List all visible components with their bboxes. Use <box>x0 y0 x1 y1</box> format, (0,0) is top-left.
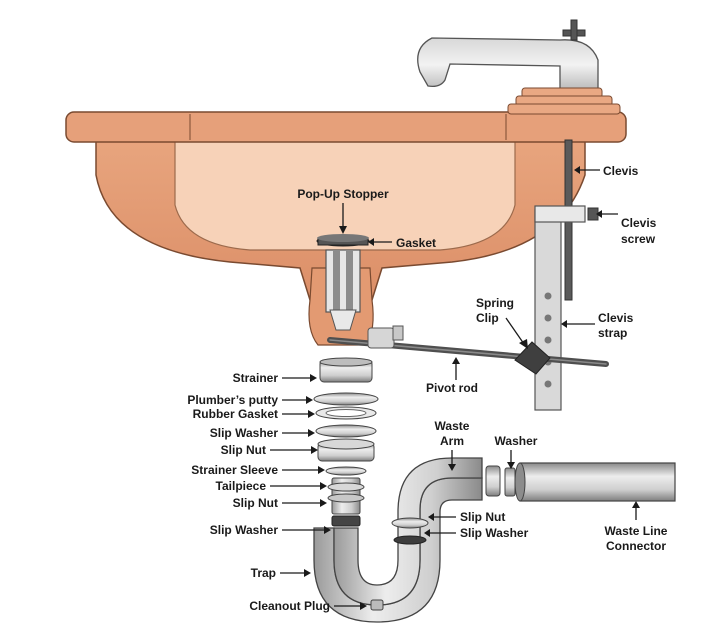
label-clevis: Clevis <box>603 164 639 178</box>
label-spring-clip-line2: Clip <box>476 311 499 325</box>
label-waste-arm-line2: Arm <box>440 434 464 448</box>
label-plumbers-putty: Plumber’s putty <box>187 393 278 407</box>
spring-clip <box>514 341 551 375</box>
label-clevis-strap-line2: strap <box>598 326 627 340</box>
label-trap: Trap <box>251 566 276 580</box>
pop-up-stopper <box>316 234 370 331</box>
label-rubber-gasket: Rubber Gasket <box>193 407 278 421</box>
labels: Pop-Up Stopper Gasket Clevis Clevis scre… <box>187 164 667 613</box>
label-cleanout-plug: Cleanout Plug <box>249 599 330 613</box>
label-clevis-screw-line2: screw <box>621 232 656 246</box>
label-clevis-strap-line1: Clevis <box>598 311 634 325</box>
leader-lines <box>270 166 640 610</box>
label-gasket: Gasket <box>396 236 436 250</box>
label-pivot-rod: Pivot rod <box>426 381 478 395</box>
label-slip-nut-mid: Slip Nut <box>233 496 278 510</box>
label-slip-washer-right: Slip Washer <box>460 526 529 540</box>
label-clevis-screw-line1: Clevis <box>621 216 657 230</box>
label-tailpiece: Tailpiece <box>216 479 267 493</box>
drain-stack <box>313 357 379 527</box>
clevis-assembly <box>534 139 599 411</box>
label-slip-nut-right: Slip Nut <box>460 510 505 524</box>
label-washer: Washer <box>495 434 538 448</box>
label-spring-clip-line1: Spring <box>476 296 514 310</box>
label-waste-line-line2: Connector <box>606 539 666 553</box>
clevis-strap <box>534 209 562 411</box>
pivot-rod <box>327 325 609 375</box>
label-strainer-sleeve: Strainer Sleeve <box>191 463 278 477</box>
waste-connector <box>485 462 676 502</box>
label-strainer: Strainer <box>233 371 279 385</box>
cleanout-plug <box>370 599 384 611</box>
label-waste-line-line1: Waste Line <box>605 524 668 538</box>
sink-rim <box>65 111 627 143</box>
p-trap <box>313 457 483 623</box>
label-slip-nut-top: Slip Nut <box>221 443 266 457</box>
label-slip-washer-top: Slip Washer <box>210 426 279 440</box>
label-waste-arm-line1: Waste <box>435 419 470 433</box>
label-pop-up-stopper: Pop-Up Stopper <box>297 187 389 201</box>
faucet <box>417 19 621 115</box>
label-slip-washer-left: Slip Washer <box>210 523 279 537</box>
